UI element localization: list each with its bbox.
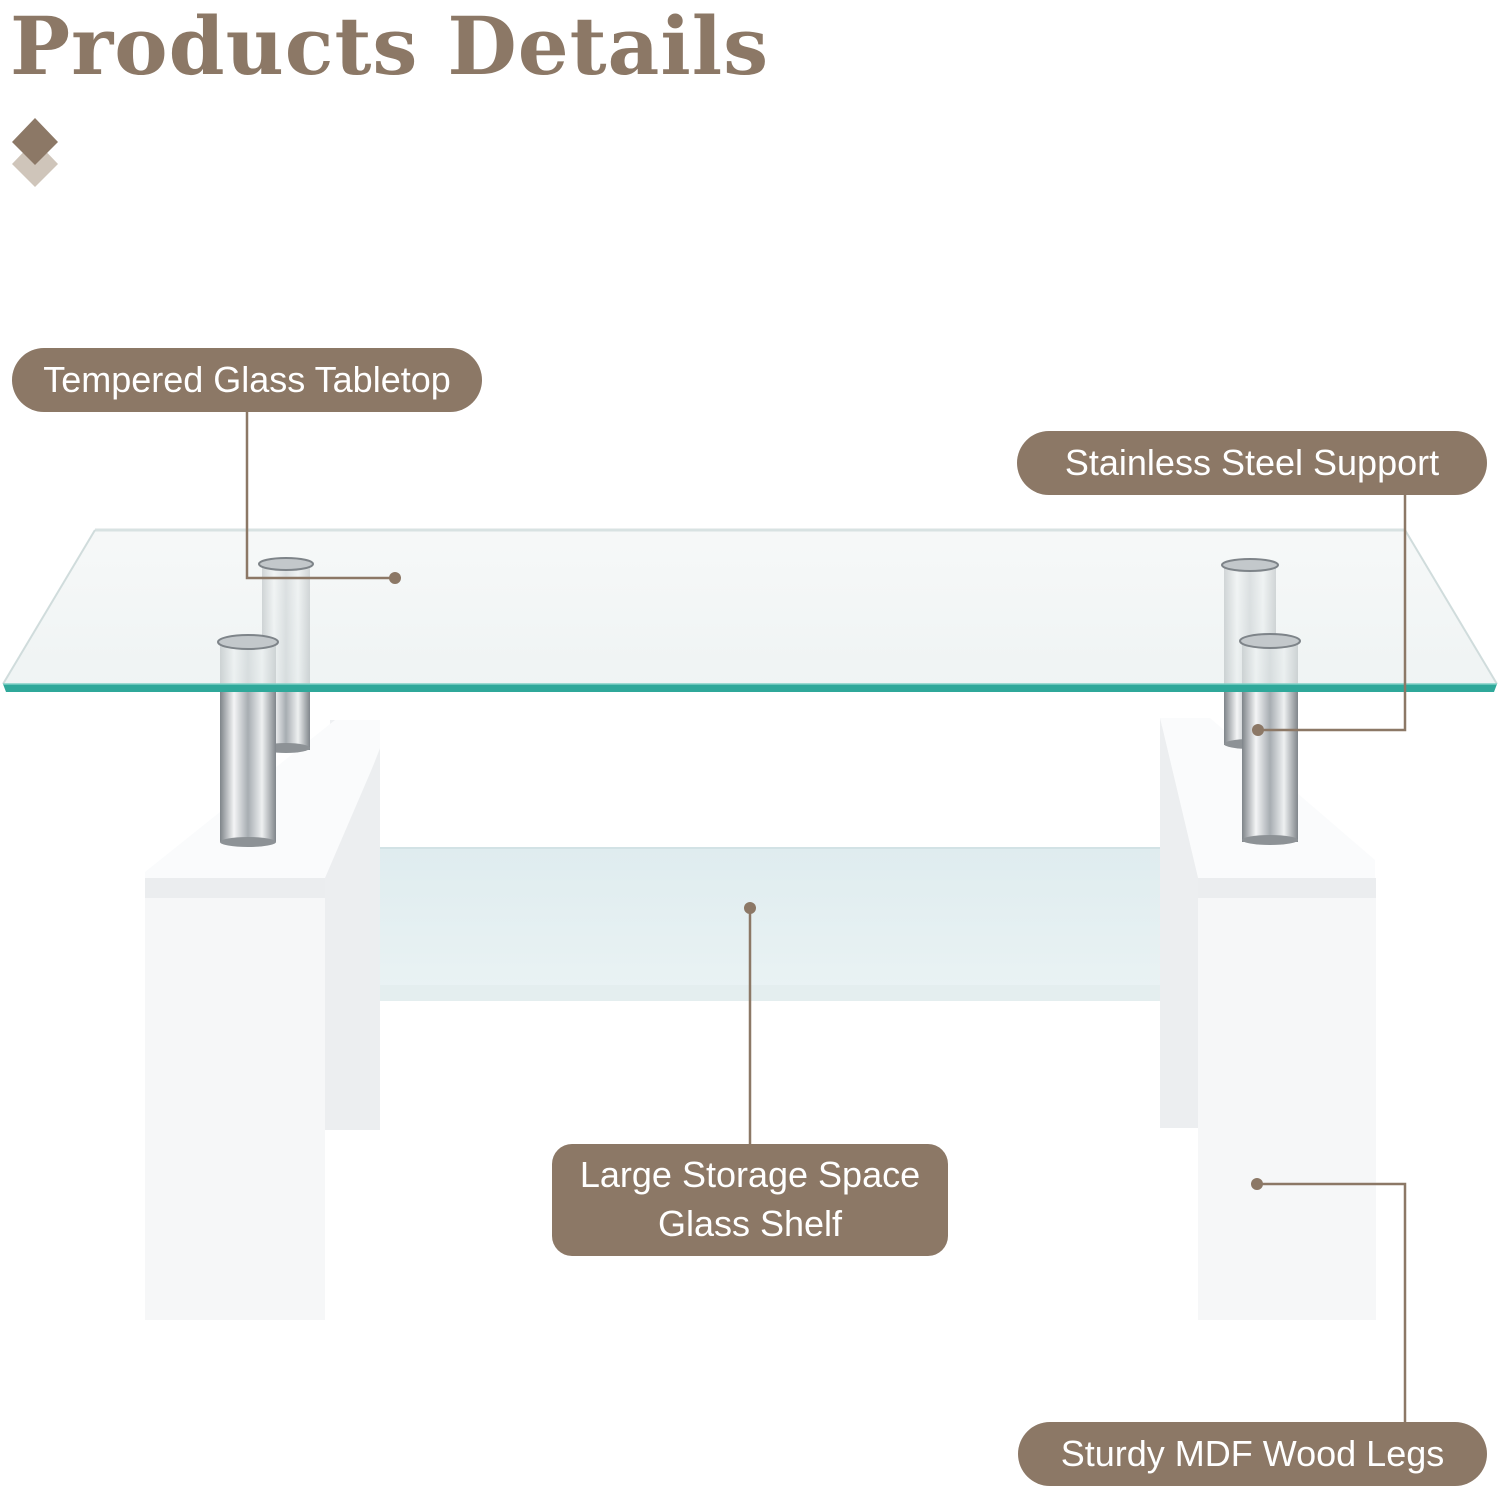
callout-label: Stainless Steel Support	[1064, 442, 1440, 483]
callout-tempered-glass-tabletop: Tempered Glass Tabletop	[12, 348, 482, 412]
leader-line-shelf	[744, 902, 756, 1145]
callout-label: Tempered Glass Tabletop	[43, 359, 451, 400]
leader-line-legs	[1251, 1178, 1407, 1423]
front-right-leg	[1160, 718, 1376, 1320]
callout-label-line2: Glass Shelf	[657, 1203, 843, 1244]
glass-tabletop	[2, 528, 1498, 692]
callout-large-storage-glass-shelf: Large Storage Space Glass Shelf	[552, 1144, 948, 1256]
glass-shelf	[330, 847, 1200, 1001]
callout-sturdy-mdf-wood-legs: Sturdy MDF Wood Legs	[1018, 1422, 1487, 1486]
callout-label-line1: Large Storage Space	[579, 1154, 921, 1196]
diamond-ornament-icon	[12, 118, 58, 187]
page-title: Products Details	[10, 0, 770, 93]
leader-line-tabletop	[245, 412, 401, 584]
front-left-leg	[145, 720, 380, 1320]
callout-label: Sturdy MDF Wood Legs	[1060, 1433, 1445, 1474]
leader-line-support	[1252, 495, 1407, 736]
callout-stainless-steel-support: Stainless Steel Support	[1017, 431, 1487, 495]
